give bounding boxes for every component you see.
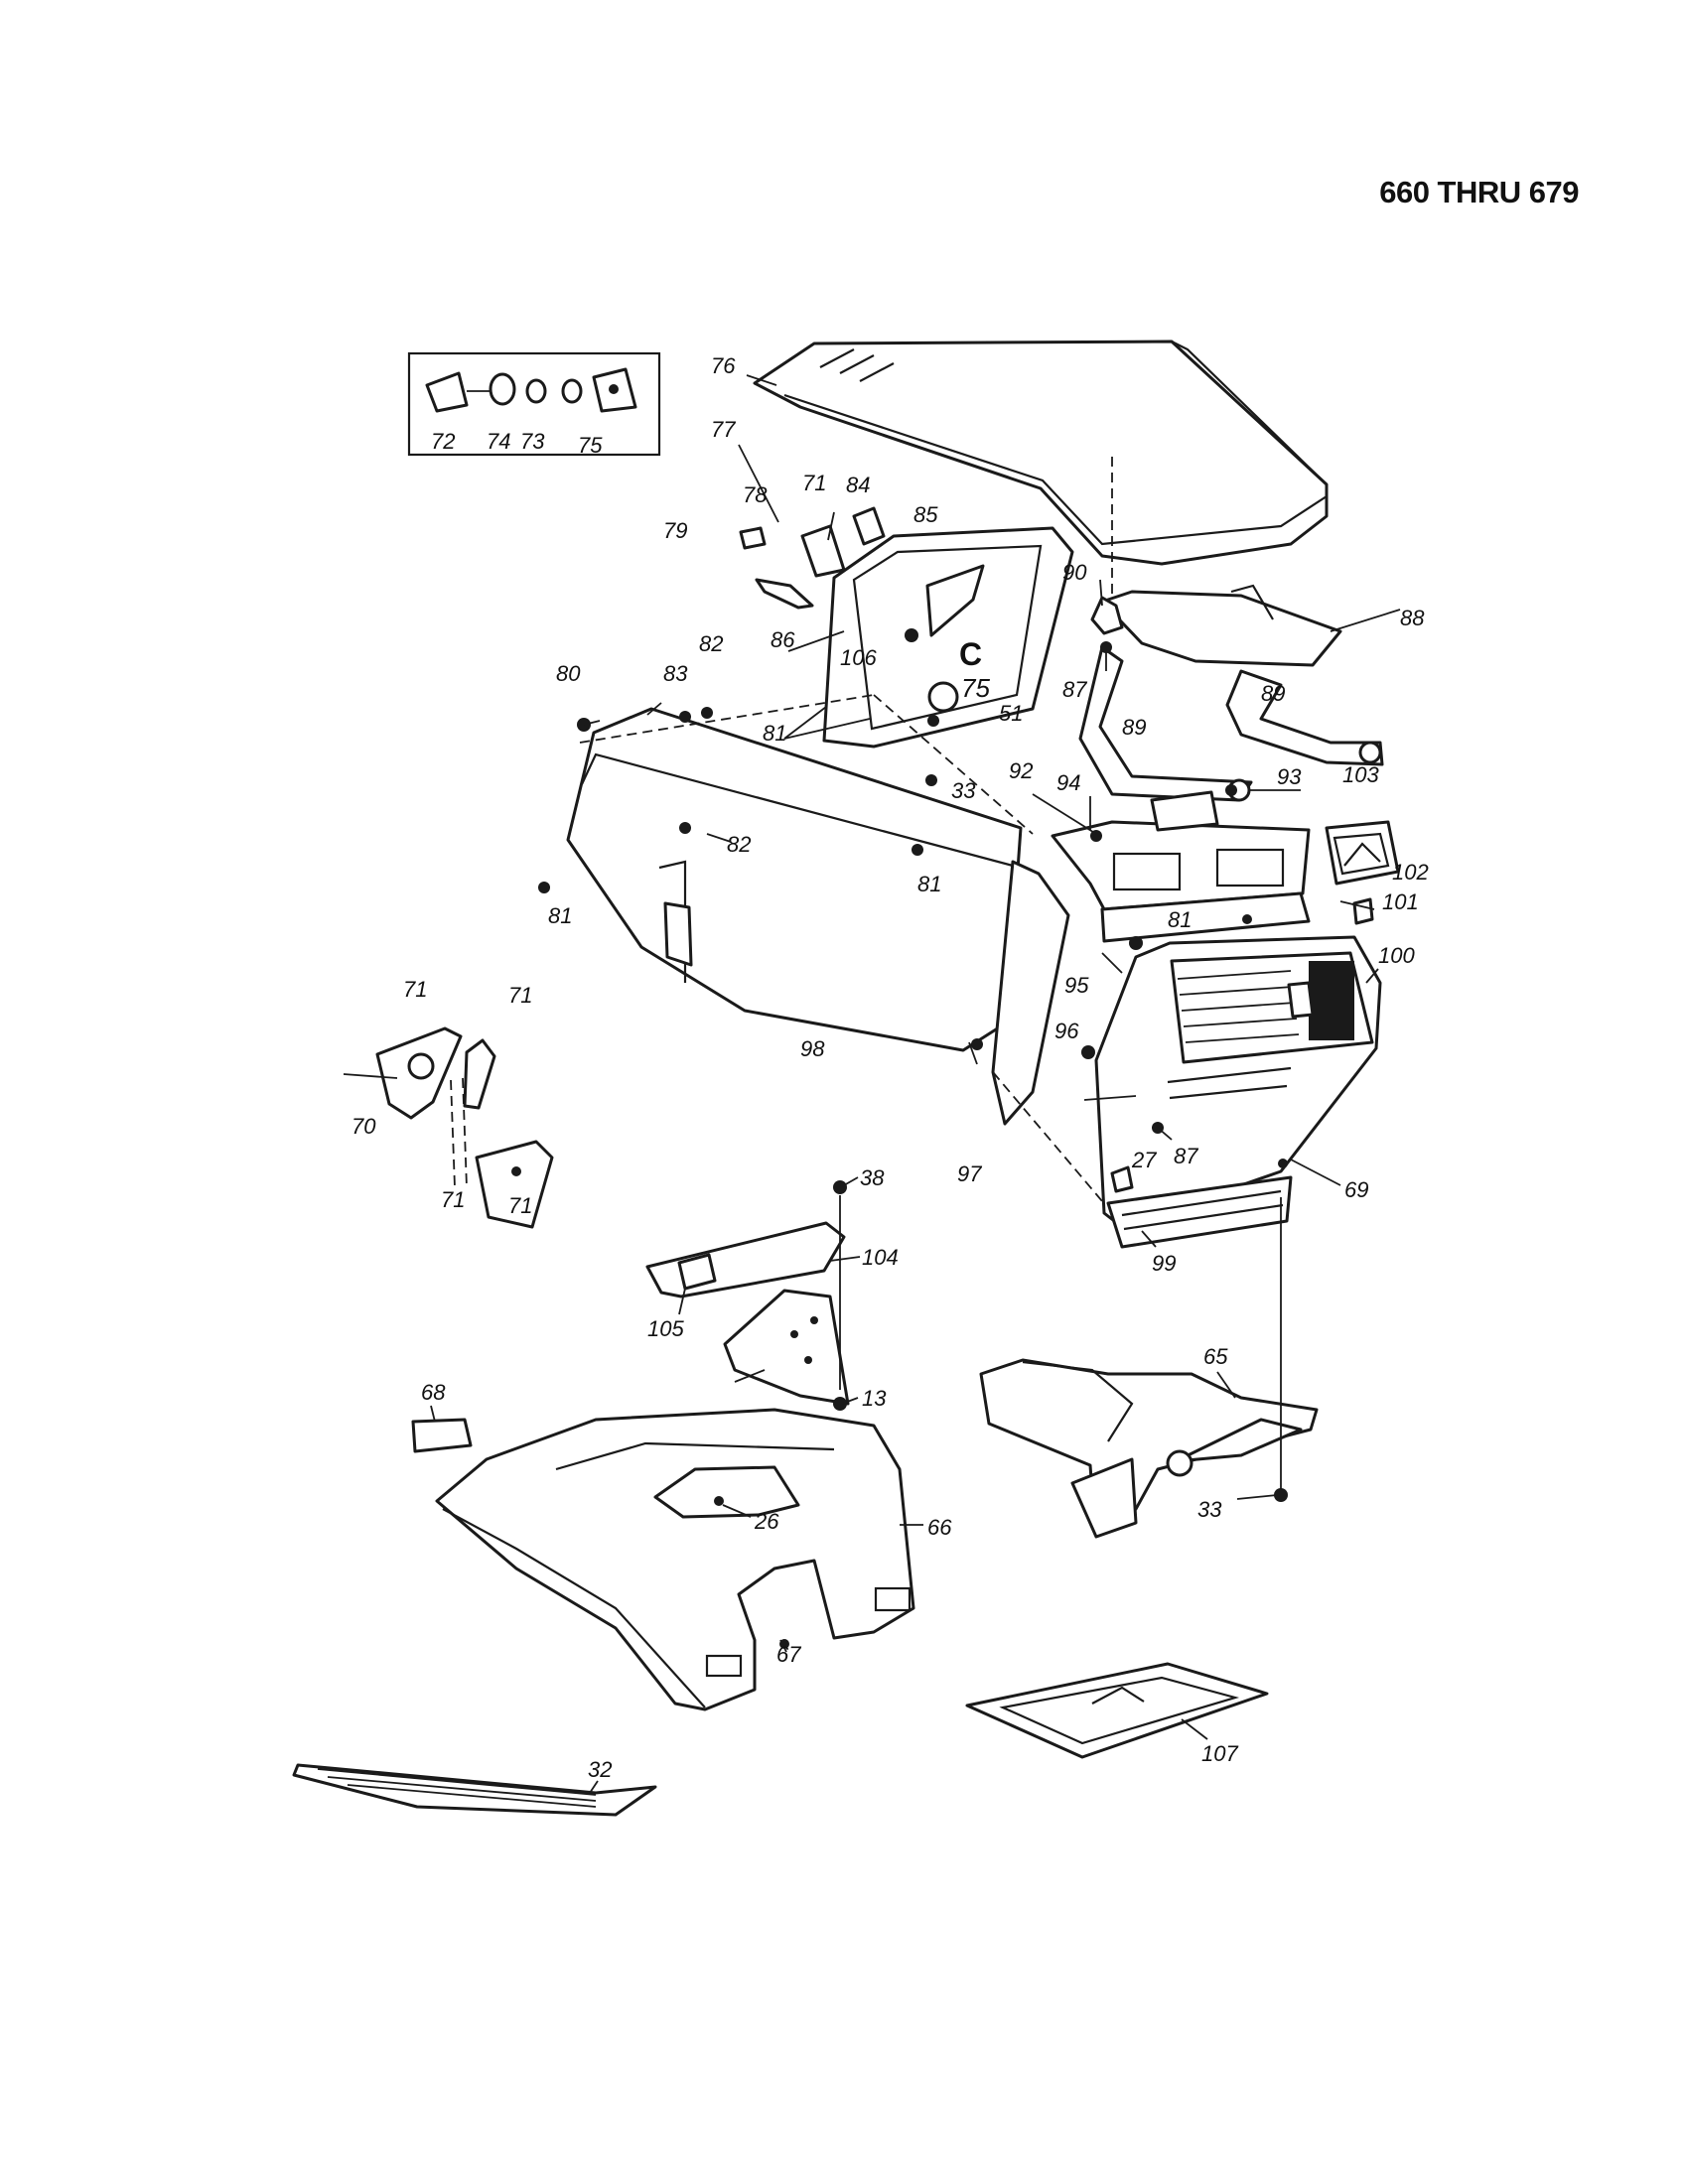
callout-82-top: 82 (699, 631, 723, 656)
callout-71-hinge-b: 71 (508, 983, 532, 1008)
steering-support (1078, 584, 1384, 802)
callout-97: 97 (957, 1161, 982, 1186)
callout-71-hinge-c: 71 (441, 1187, 465, 1212)
callout-38: 38 (860, 1165, 885, 1190)
callout-51: 51 (999, 701, 1023, 726)
callout-94: 94 (1056, 770, 1080, 795)
callout-107: 107 (1201, 1741, 1238, 1766)
callout-66: 66 (927, 1515, 952, 1540)
callout-67: 67 (776, 1642, 801, 1667)
switch-nut (489, 372, 516, 406)
callout-93: 93 (1277, 764, 1302, 789)
rear-fender (435, 1408, 915, 1711)
callout-65: 65 (1203, 1344, 1228, 1369)
model-range-title: 660 THRU 679 (1379, 175, 1579, 209)
callout-71-dash: 71 (802, 471, 826, 495)
callout-104: 104 (862, 1245, 899, 1270)
callout-101: 101 (1382, 889, 1419, 914)
switch-key-body (425, 371, 469, 413)
callout-103: 103 (1342, 762, 1379, 787)
callout-82-mid: 82 (727, 832, 751, 857)
inset-frame (407, 351, 661, 457)
callout-32: 32 (588, 1757, 612, 1782)
callout-79: 79 (663, 518, 687, 543)
callout-69: 69 (1344, 1177, 1368, 1202)
pivot-bracket (1090, 596, 1124, 635)
callout-85: 85 (913, 502, 938, 527)
axle-support-bracket (645, 1221, 850, 1406)
callout-83: 83 (663, 661, 688, 686)
step-plate (292, 1763, 657, 1817)
callout-87-top: 87 (1062, 677, 1087, 702)
callout-C: C (959, 636, 982, 672)
callout-73: 73 (520, 429, 545, 454)
callout-99: 99 (1152, 1251, 1176, 1276)
callout-106: 106 (840, 645, 877, 670)
callout-100: 100 (1378, 943, 1415, 968)
hood-top (753, 340, 1329, 566)
callout-86: 86 (771, 627, 795, 652)
callout-105: 105 (647, 1316, 684, 1341)
callout-80: 80 (556, 661, 581, 686)
callout-84: 84 (846, 473, 870, 497)
callout-81-mid: 81 (763, 721, 786, 746)
callout-78: 78 (743, 482, 768, 507)
callout-81-grille: 81 (1168, 907, 1192, 932)
callout-95: 95 (1064, 973, 1089, 998)
callout-33-low: 33 (1197, 1497, 1222, 1522)
callout-89-right: 89 (1261, 681, 1285, 706)
callout-90: 90 (1062, 560, 1087, 585)
callout-72: 72 (431, 429, 455, 454)
switch-washer (525, 378, 547, 404)
ignition-switch-inset (407, 351, 661, 457)
callout-74: 74 (487, 429, 510, 454)
dash-panel-bracket (739, 506, 1074, 749)
callout-70: 70 (351, 1114, 376, 1139)
callout-88: 88 (1400, 606, 1425, 630)
callout-71-hinge-d: 71 (508, 1193, 532, 1218)
headlight-assembly (1325, 820, 1400, 925)
callout-96: 96 (1054, 1019, 1079, 1043)
callout-75-mid: 75 (961, 673, 990, 703)
hood-hinge-set (343, 1026, 554, 1229)
main-frame (979, 1358, 1319, 1539)
floor-plate (965, 1662, 1269, 1759)
hood-side-panel (566, 707, 1070, 1126)
callout-68: 68 (421, 1380, 446, 1405)
callout-77: 77 (711, 417, 736, 442)
grille-nose (1094, 935, 1382, 1249)
reflector (411, 1418, 473, 1453)
callout-26: 26 (754, 1509, 779, 1534)
callout-27: 27 (1131, 1148, 1157, 1172)
callout-75-inset: 75 (578, 433, 603, 458)
hood-rear-plate (1051, 790, 1311, 943)
brace-right (1225, 669, 1384, 766)
callout-71-hinge-a: 71 (403, 977, 427, 1002)
callout-98: 98 (800, 1036, 825, 1061)
callout-13: 13 (862, 1386, 887, 1411)
callout-89-left: 89 (1122, 715, 1146, 740)
callout-87-low: 87 (1174, 1144, 1198, 1168)
choke-knob (852, 506, 886, 546)
callout-81-right: 81 (917, 872, 941, 896)
switch-lockwasher (561, 378, 583, 404)
callout-76-hood: 76 (711, 353, 736, 378)
callout-102: 102 (1392, 860, 1429, 885)
callout-92: 92 (1009, 758, 1033, 783)
callout-labels: 76 72 74 73 75 77 78 79 71 84 85 90 88 8… (351, 353, 1429, 1782)
callout-leaders (430, 374, 1401, 1794)
callout-81-left: 81 (548, 903, 572, 928)
lower-grille (1106, 1175, 1293, 1249)
callout-33-top: 33 (951, 778, 976, 803)
